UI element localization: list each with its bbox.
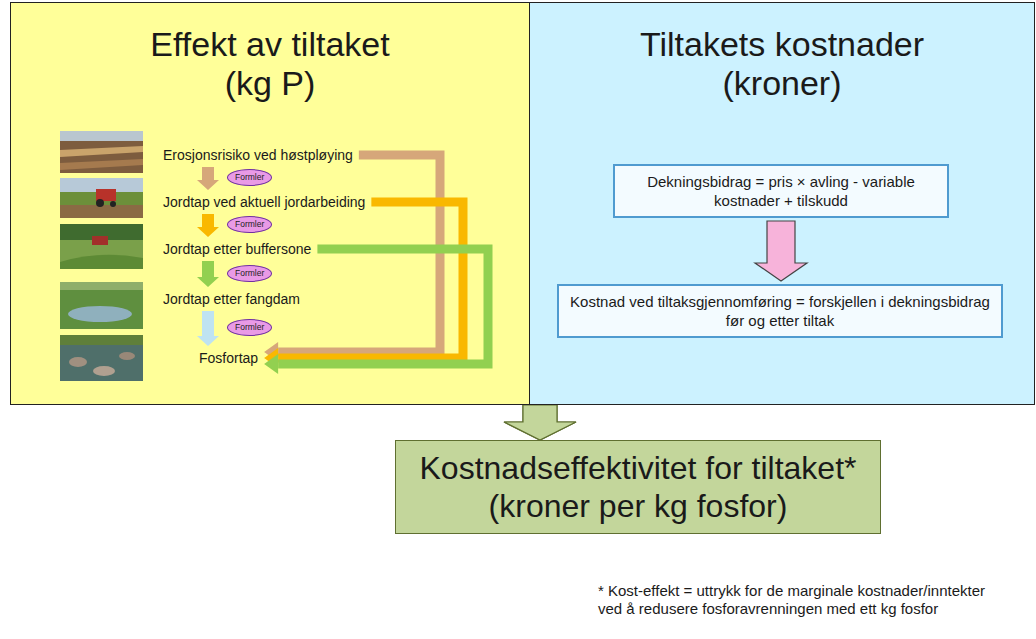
block-arrow xyxy=(504,405,576,440)
step-label-text: Fosfortap xyxy=(199,350,258,366)
photo-sky xyxy=(60,131,143,141)
flow-arrow xyxy=(197,167,219,190)
photo-soil xyxy=(60,205,143,218)
step-label: Jordtap ved aktuell jordarbeiding xyxy=(161,193,367,211)
block-arrow xyxy=(755,221,807,281)
photo-bank xyxy=(60,335,143,345)
panel-fill xyxy=(10,2,530,405)
formula-oval: Formler xyxy=(227,265,272,282)
photo-ground xyxy=(60,178,143,218)
step-label: Erosjonsrisiko ved høstpløying xyxy=(161,146,355,164)
flow-arrow xyxy=(504,405,576,440)
formula-oval-text: Formler xyxy=(235,322,264,333)
arrow-shaft xyxy=(278,202,463,358)
step-label: Fosfortap xyxy=(197,349,260,367)
photo-wheel xyxy=(96,199,104,207)
pond-photo xyxy=(60,282,143,329)
photo-barn xyxy=(92,236,108,245)
process-box: Kostnad ved tiltaksgjennomføring = forsk… xyxy=(557,284,1003,338)
flow-arrow xyxy=(197,214,219,237)
photo-stone xyxy=(69,357,87,367)
flow-arrow xyxy=(197,261,219,287)
arrow-shaft xyxy=(278,249,488,364)
photo-stone xyxy=(93,366,115,376)
photo-stone xyxy=(119,352,135,360)
step-label-text: Jordtap etter fangdam xyxy=(163,291,300,307)
photo-wheel xyxy=(110,201,116,207)
step-label-text: Jordtap ved aktuell jordarbeiding xyxy=(163,194,365,210)
block-arrow xyxy=(197,167,219,190)
formula-oval: Formler xyxy=(227,319,272,336)
formula-oval-text: Formler xyxy=(235,219,264,230)
farm-photo xyxy=(60,224,143,269)
panel-title: Tiltakets kostnader (kroner) xyxy=(627,25,937,103)
step-label: Jordtap etter buffersone xyxy=(161,240,313,258)
process-box: Dekningsbidrag = pris × avling - variabl… xyxy=(613,164,949,218)
result-box: Kostnadseffektivitet for tiltaket* (kron… xyxy=(395,440,881,534)
block-arrow xyxy=(197,261,219,287)
photo-ground xyxy=(60,131,143,173)
tractor-photo xyxy=(60,178,143,218)
panel-title: Effekt av tiltaket (kg P) xyxy=(135,25,405,103)
stream-photo xyxy=(60,335,143,381)
step-label: Jordtap etter fangdam xyxy=(161,290,302,308)
block-arrow xyxy=(197,214,219,237)
step-label-text: Jordtap etter buffersone xyxy=(163,241,311,257)
photo-water xyxy=(60,335,143,381)
arrow-head xyxy=(264,354,278,374)
process-box-text: Kostnad ved tiltaksgjennomføring = forsk… xyxy=(569,292,991,330)
panel-fill xyxy=(529,2,1035,405)
formula-oval-text: Formler xyxy=(235,172,264,183)
process-box-text: Dekningsbidrag = pris × avling - variabl… xyxy=(625,172,937,210)
photo-ground xyxy=(60,224,143,269)
effect-panel: Effekt av tiltaket (kg P) Erosjonsrisiko … xyxy=(10,2,530,405)
soil-photo xyxy=(60,131,143,173)
block-arrow xyxy=(197,311,219,346)
photo-field xyxy=(60,255,143,269)
flow-arrow xyxy=(755,221,807,281)
photo-ground xyxy=(60,282,143,329)
photo-water xyxy=(68,306,132,322)
photo-slope xyxy=(60,282,143,290)
photo-stripe xyxy=(60,146,143,157)
formula-oval: Formler xyxy=(227,169,272,186)
flow-arrow xyxy=(264,155,440,362)
block-arrow xyxy=(504,405,576,440)
formula-oval-text: Formler xyxy=(235,268,264,279)
result-box-text: Kostnadseffektivitet for tiltaket* (kron… xyxy=(404,449,872,525)
cost-panel: Tiltakets kostnader (kroner) Dekningsbidr… xyxy=(529,2,1035,405)
step-label-text: Erosjonsrisiko ved høstpløying xyxy=(163,147,353,163)
footnote: * Kost-effekt = uttrykk for de marginale… xyxy=(598,582,998,618)
flow-arrow xyxy=(197,311,219,346)
flow-arrow xyxy=(264,202,463,368)
flow-arrow xyxy=(504,405,576,440)
formula-oval: Formler xyxy=(227,216,272,233)
flow-arrow xyxy=(264,249,488,374)
photo-stripe xyxy=(60,159,143,170)
